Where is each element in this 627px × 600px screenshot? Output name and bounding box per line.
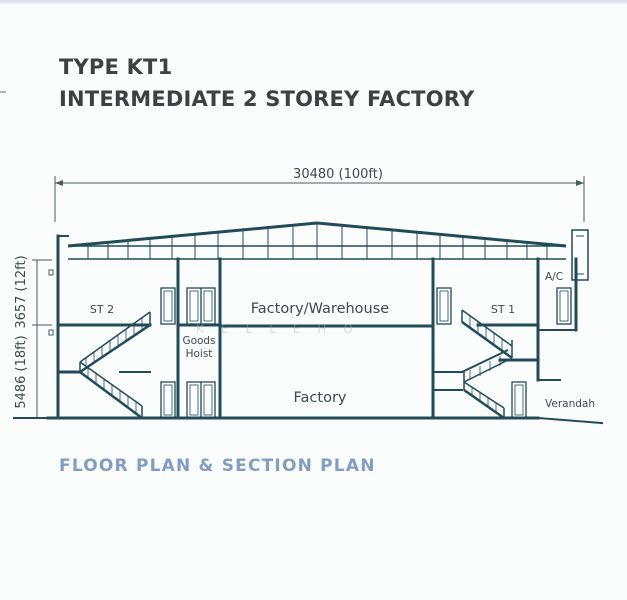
room-label-factory: Factory (294, 390, 347, 406)
room-label-factory-warehouse: Factory/Warehouse (251, 301, 390, 317)
staircase-st1 (461, 309, 513, 420)
plan-caption: FLOOR PLAN & SECTION PLAN (59, 456, 376, 476)
width-dimension-label: 30480 (100ft) (293, 167, 383, 182)
height-dimension-lines (32, 259, 54, 419)
room-label-goods: Goods (182, 335, 215, 347)
doors (160, 287, 572, 419)
building-subtitle: INTERMEDIATE 2 STOREY FACTORY (59, 87, 475, 111)
room-label-hoist: Hoist (186, 348, 213, 360)
room-label-st1: ST 1 (491, 303, 515, 316)
roof-truss (67, 221, 567, 260)
width-dimension (54, 176, 585, 222)
room-label-st2: ST 2 (90, 303, 114, 316)
watermark: KELLEHO (196, 322, 370, 336)
upper-height-label: 3657 (12ft) (14, 255, 29, 328)
building-structure (13, 234, 604, 425)
ac-unit (571, 229, 589, 281)
lower-height-label: 5486 (18ft) (14, 335, 29, 408)
staircase-st2 (79, 311, 151, 420)
top-accent-bar (0, 0, 627, 4)
room-label-ac: A/C (545, 271, 563, 283)
room-label-verandah: Verandah (545, 398, 595, 410)
type-label: TYPE KT1 (59, 55, 173, 79)
